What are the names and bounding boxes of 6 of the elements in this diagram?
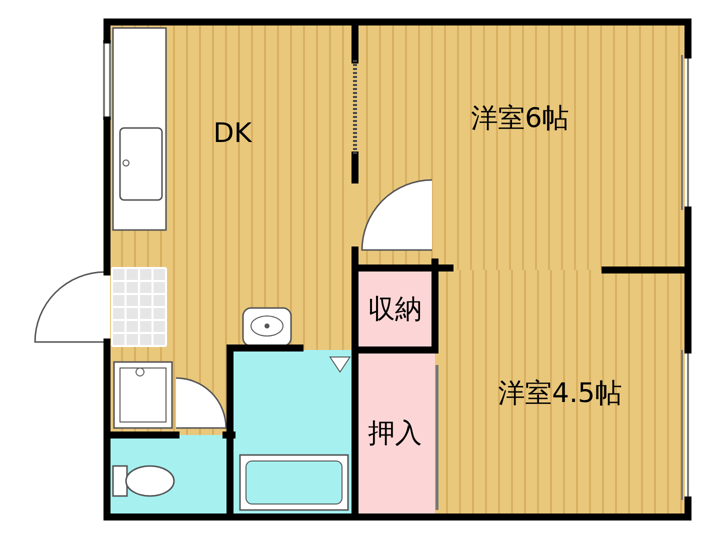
room-label: 洋室4.5帖 (498, 376, 622, 410)
room-label: 洋室6帖 (470, 102, 570, 136)
room-floor (435, 270, 685, 515)
room-label: 押入 (368, 416, 422, 450)
room-label: 収納 (368, 293, 422, 327)
room-label: DK (213, 118, 252, 148)
